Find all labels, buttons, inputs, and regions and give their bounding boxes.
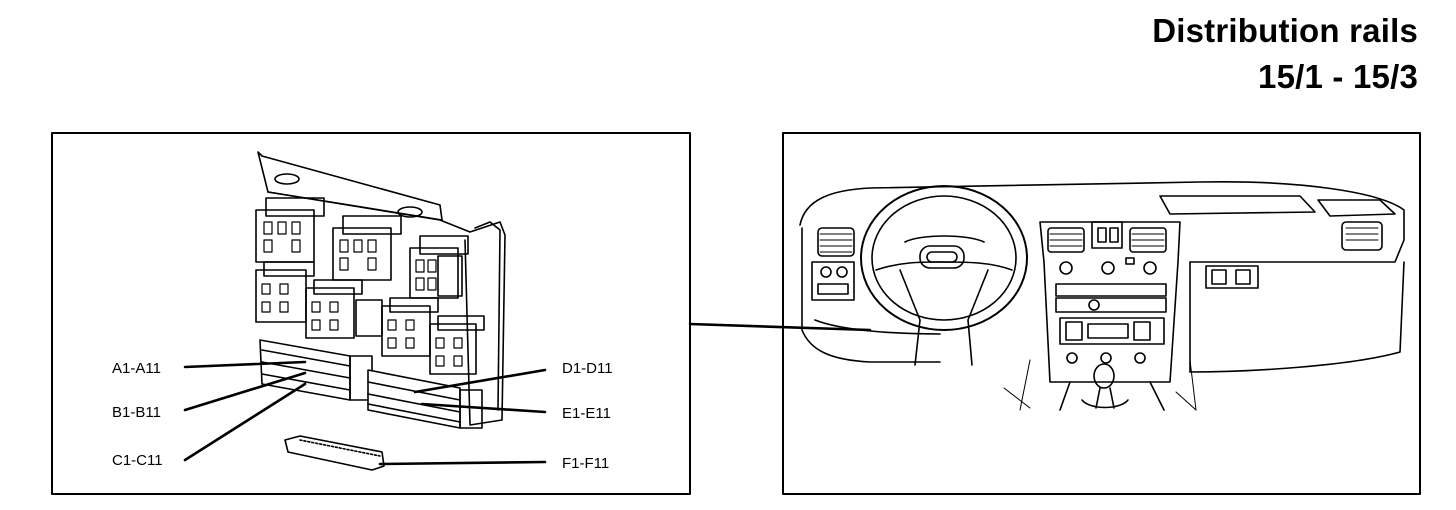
label-rail-e: E1-E11 xyxy=(562,405,611,422)
leader-line-b xyxy=(183,371,307,412)
label-rail-b: B1-B11 xyxy=(112,404,161,421)
label-rail-f: F1-F11 xyxy=(562,455,609,472)
label-rail-d: D1-D11 xyxy=(562,360,613,377)
leader-line-c xyxy=(183,382,307,462)
page-title: Distribution rails xyxy=(1152,12,1418,49)
dashboard-drawing xyxy=(799,180,1405,411)
relay-box-panel xyxy=(51,132,691,495)
leader-line-e xyxy=(420,402,547,414)
label-rail-a: A1-A11 xyxy=(112,360,161,377)
leader-line-f xyxy=(378,460,547,466)
dashboard-panel xyxy=(782,132,1421,495)
relay-box-drawing xyxy=(255,151,506,471)
page-subtitle: 15/1 - 15/3 xyxy=(1258,58,1418,95)
label-rail-c: C1-C11 xyxy=(112,452,163,469)
leader-line-a xyxy=(183,360,307,369)
leader-line-d xyxy=(413,368,547,394)
location-pointer-line xyxy=(688,322,872,332)
